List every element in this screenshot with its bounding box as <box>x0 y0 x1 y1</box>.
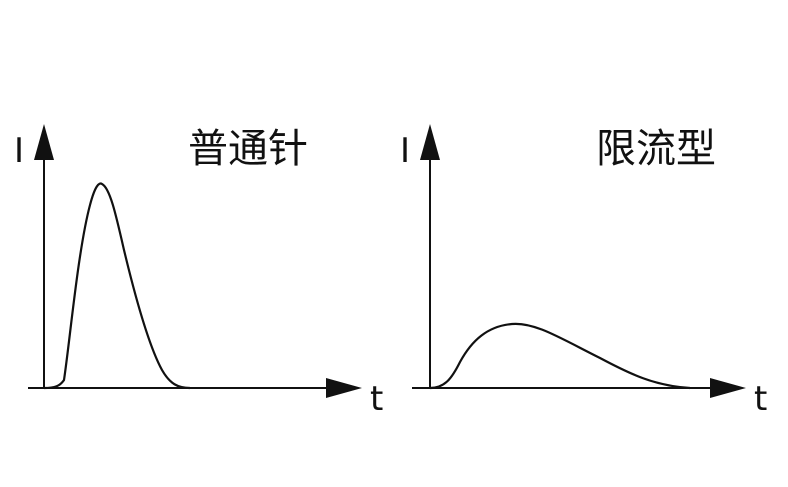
x-axis-label: t <box>754 379 767 419</box>
y-axis-arrowhead <box>420 124 440 160</box>
panel-title: 普通针 <box>188 126 308 172</box>
panel-current-limiting: I t 限流型 <box>400 124 767 419</box>
x-axis-arrowhead <box>326 378 362 398</box>
y-axis-label: I <box>14 131 24 171</box>
limited-pulse-curve <box>429 322 691 390</box>
sharp-pulse-curve <box>43 182 191 390</box>
y-axis-arrowhead <box>34 124 54 160</box>
x-axis-arrowhead <box>710 378 746 398</box>
panel-title: 限流型 <box>596 126 716 172</box>
x-axis-label: t <box>370 379 383 419</box>
y-axis-label: I <box>400 131 410 171</box>
panel-normal-needle: I t 普通针 <box>14 124 383 419</box>
